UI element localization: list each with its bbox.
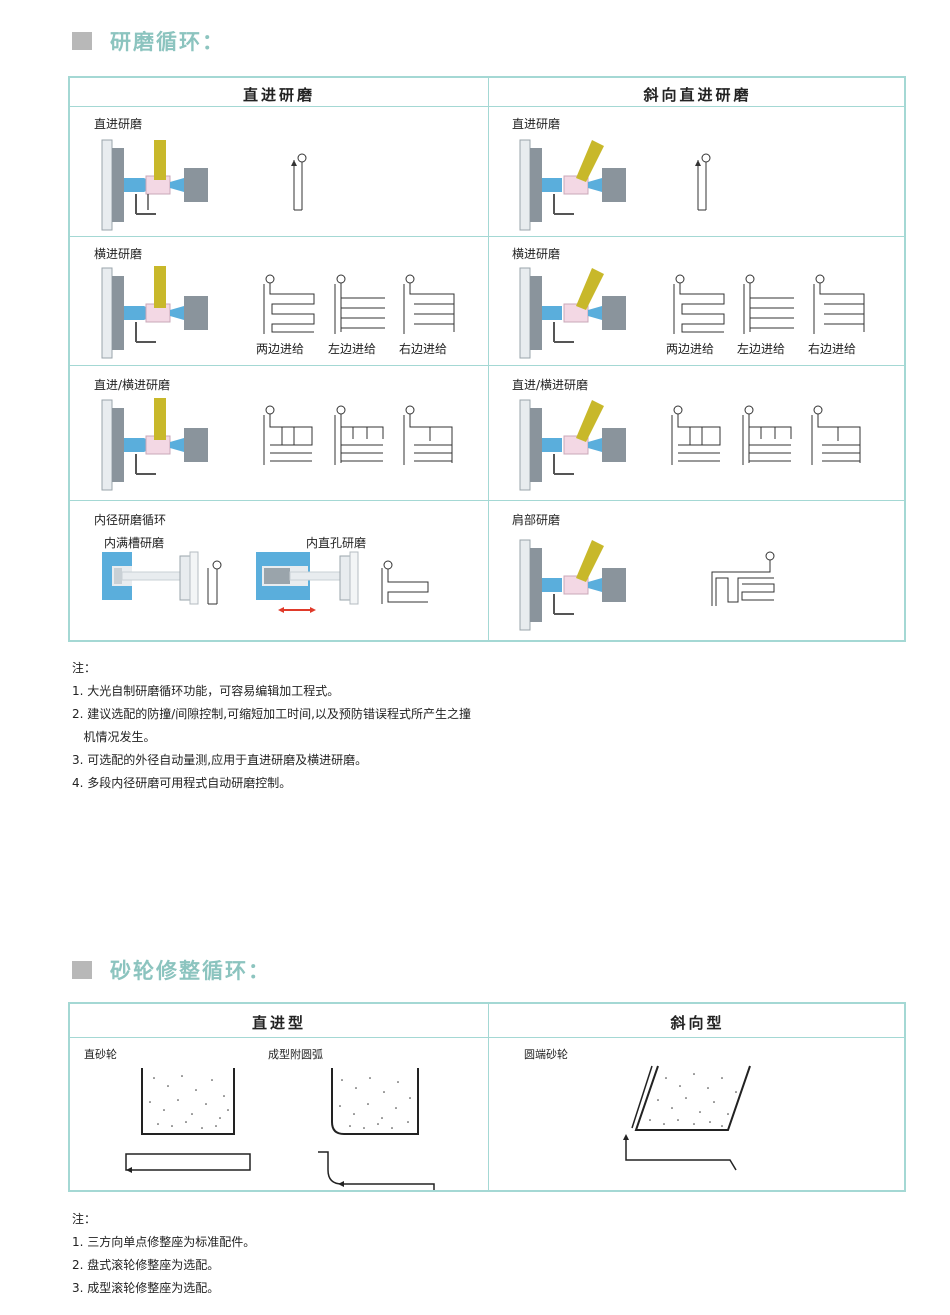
column-header-left: 直进型 bbox=[251, 1014, 306, 1032]
note-line: 1. 三方向单点修整座为标准配件。 bbox=[72, 1235, 256, 1249]
dressing-cycle-table: 直进型 斜向型 bbox=[68, 1002, 906, 1192]
internal-groove-illustration bbox=[102, 551, 199, 605]
traverse-feed-right-diagram bbox=[813, 274, 865, 334]
section-heading-grinding: 研磨循环： bbox=[72, 26, 225, 56]
sub-label: 内满槽研磨 bbox=[104, 536, 165, 550]
dressing-notes: 注： 1. 三方向单点修整座为标准配件。 2. 盘式滚轮修整座为选配。 3. 成… bbox=[72, 1208, 255, 1300]
note-line: 注： bbox=[72, 661, 97, 675]
shoulder-feed-diagram bbox=[711, 551, 775, 606]
grinding-cycle-table: 直进研磨 斜向直进研磨 bbox=[68, 76, 906, 642]
wheel-label: 圆端砂轮 bbox=[524, 1048, 568, 1061]
grinding-notes: 注： 1. 大光自制研磨循环功能，可容易编辑加工程式。 2. 建议选配的防撞/间… bbox=[72, 657, 471, 795]
note-line: 2. 盘式滚轮修整座为选配。 bbox=[72, 1258, 220, 1272]
column-header-left: 直进研磨 bbox=[242, 86, 315, 104]
section-title: 研磨循环： bbox=[110, 30, 225, 54]
row-label: 内径研磨循环 bbox=[94, 513, 167, 527]
note-line: 机情况发生。 bbox=[72, 730, 156, 744]
internal-bore-illustration bbox=[256, 551, 359, 613]
feed-caption: 右边进给 bbox=[808, 342, 857, 356]
row-label: 肩部研磨 bbox=[512, 513, 561, 527]
angled-machine-illustration bbox=[519, 399, 626, 491]
section-heading-dressing: 砂轮修整循环： bbox=[72, 955, 271, 985]
plunge-traverse-diagram bbox=[811, 405, 861, 465]
plunge-traverse-diagram bbox=[403, 405, 453, 465]
plunge-traverse-diagram bbox=[263, 405, 313, 465]
note-line: 3. 可选配的外径自动量测,应用于直进研磨及横进研磨。 bbox=[72, 753, 368, 767]
round-end-wheel-diagram bbox=[623, 1065, 751, 1171]
angled-machine-illustration bbox=[519, 267, 626, 359]
row-label: 横进研磨 bbox=[94, 247, 143, 261]
wheel-label: 直砂轮 bbox=[84, 1048, 117, 1061]
formed-radius-wheel-diagram bbox=[318, 1068, 435, 1190]
note-line: 1. 大光自制研磨循环功能，可容易编辑加工程式。 bbox=[72, 684, 340, 698]
row-label: 直进研磨 bbox=[512, 117, 561, 131]
angled-machine-illustration bbox=[519, 539, 626, 631]
plunge-feed-diagram bbox=[291, 153, 307, 211]
feed-caption: 左边进给 bbox=[737, 342, 786, 356]
wheel-label: 成型附圆弧 bbox=[268, 1048, 323, 1061]
machine-illustration bbox=[101, 266, 208, 359]
angled-machine-illustration bbox=[519, 139, 626, 231]
plunge-traverse-diagram bbox=[671, 405, 721, 465]
traverse-feed-both-diagram bbox=[263, 274, 315, 334]
traverse-feed-both-diagram bbox=[673, 274, 725, 334]
bore-feed-diagram bbox=[381, 560, 429, 604]
column-header-right: 斜向直进研磨 bbox=[643, 86, 752, 104]
feed-caption: 两边进给 bbox=[256, 342, 305, 356]
plunge-feed-diagram bbox=[695, 153, 711, 211]
feed-caption: 左边进给 bbox=[328, 342, 377, 356]
machine-illustration bbox=[101, 398, 208, 491]
feed-caption: 右边进给 bbox=[399, 342, 448, 356]
note-line: 4. 多段内径研磨可用程式自动研磨控制。 bbox=[72, 776, 292, 790]
plunge-traverse-diagram bbox=[334, 405, 384, 465]
heading-square-icon bbox=[72, 961, 92, 979]
row-label: 直进/横进研磨 bbox=[512, 378, 589, 392]
row-label: 直进研磨 bbox=[94, 117, 143, 131]
row-label: 直进/横进研磨 bbox=[94, 378, 171, 392]
note-line: 注： bbox=[72, 1212, 97, 1226]
column-header-right: 斜向型 bbox=[670, 1014, 725, 1032]
plunge-feed-diagram bbox=[207, 560, 222, 605]
note-line: 2. 建议选配的防撞/间隙控制,可缩短加工时间,以及预防错误程式所产生之撞 bbox=[72, 707, 471, 721]
machine-illustration bbox=[101, 139, 208, 231]
feed-caption: 两边进给 bbox=[666, 342, 715, 356]
section-title: 砂轮修整循环： bbox=[110, 959, 271, 983]
row-label: 横进研磨 bbox=[512, 247, 561, 261]
traverse-feed-right-diagram bbox=[403, 274, 455, 334]
traverse-feed-left-diagram bbox=[334, 274, 385, 334]
traverse-feed-left-diagram bbox=[743, 274, 794, 334]
plunge-traverse-diagram bbox=[742, 405, 792, 465]
straight-wheel-diagram bbox=[125, 1068, 251, 1173]
heading-square-icon bbox=[72, 32, 92, 50]
note-line: 3. 成型滚轮修整座为选配。 bbox=[72, 1281, 220, 1295]
sub-label: 内直孔研磨 bbox=[306, 536, 367, 550]
